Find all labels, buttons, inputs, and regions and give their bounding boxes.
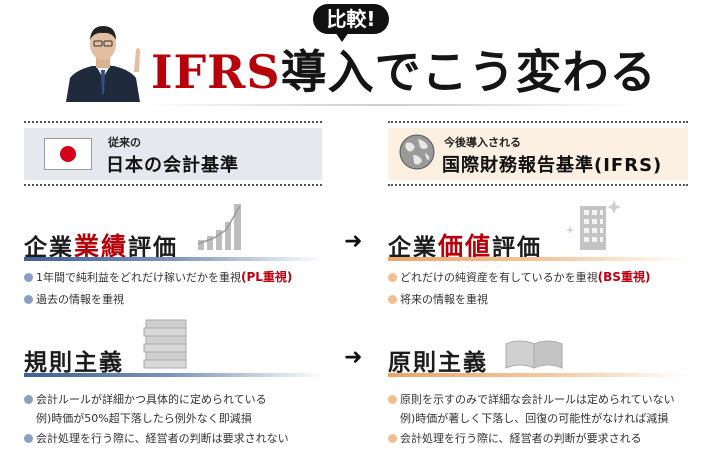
left-example: 例)時価が50%超下落したら例外なく即減損 bbox=[36, 412, 252, 425]
title-rest: 導入でこう変わる bbox=[280, 45, 657, 99]
open-book-icon bbox=[505, 340, 563, 369]
left-banner-title: 日本の会計基準 bbox=[106, 155, 239, 176]
title-ifrs: IFRS bbox=[151, 45, 281, 99]
left-bullet-2: 過去の情報を重視 bbox=[24, 291, 124, 307]
left-bullet-1: 1年間で純利益をどれだけ稼いだかを重視(PL重視) bbox=[24, 268, 292, 285]
right-example: 例)時価が著しく下落し、回復の可能性がなければ減損 bbox=[400, 412, 669, 425]
building-icon bbox=[566, 200, 621, 250]
bullet-text: 過去の情報を重視 bbox=[36, 293, 124, 306]
right-banner bbox=[388, 128, 688, 180]
bullet-dot bbox=[24, 395, 33, 404]
bullet-text: どれだけの純資産を有しているかを重視 bbox=[400, 271, 598, 284]
left-underline-2 bbox=[24, 373, 324, 377]
bullet-dot bbox=[388, 434, 397, 443]
presenter-photo bbox=[62, 20, 144, 102]
title-part: 評価 bbox=[492, 234, 543, 261]
right-bullet-2: 将来の情報を重視 bbox=[388, 291, 488, 307]
document-stack-icon bbox=[143, 319, 187, 369]
bullet-text: 将来の情報を重視 bbox=[400, 293, 488, 306]
title-highlight: 価値 bbox=[438, 232, 493, 261]
right-bullet-3: 原則を示すのみで詳細な会計ルールは定められていない bbox=[388, 391, 675, 407]
right-banner-subtitle: 今後導入される bbox=[444, 136, 521, 149]
right-banner-top-border bbox=[388, 121, 688, 123]
title-part: 評価 bbox=[128, 234, 179, 261]
bullet-text: 会計処理を行う際に、経営者の判断が要求される bbox=[400, 432, 642, 445]
arrow-right-icon: ➜ bbox=[344, 345, 363, 370]
bs-tag: (BS重視) bbox=[597, 270, 651, 284]
title-underline bbox=[140, 104, 640, 106]
pl-tag: (PL重視) bbox=[241, 270, 293, 284]
arrow-right-icon: ➜ bbox=[344, 229, 363, 254]
left-bullet-4: 会計処理を行う際に、経営者の判断は要求されない bbox=[24, 430, 289, 446]
left-banner-subtitle: 従来の bbox=[108, 136, 141, 149]
section-title-performance: 企業業績評価 bbox=[24, 227, 178, 263]
section-title-rules-based: 規則主義 bbox=[24, 349, 124, 376]
right-bullet-4: 会計処理を行う際に、経営者の判断が要求される bbox=[388, 430, 642, 446]
growth-chart-icon bbox=[197, 204, 241, 250]
bullet-dot bbox=[388, 395, 397, 404]
left-banner-top-border bbox=[24, 121, 322, 123]
bullet-dot bbox=[388, 273, 397, 282]
right-bullet-1: どれだけの純資産を有しているかを重視(BS重視) bbox=[388, 268, 650, 285]
bullet-dot bbox=[24, 273, 33, 282]
page-title: IFRS導入でこう変わる bbox=[151, 40, 657, 104]
bullet-dot bbox=[24, 434, 33, 443]
section-title-principles-based: 原則主義 bbox=[388, 349, 488, 376]
section-title-value: 企業価値評価 bbox=[388, 227, 542, 263]
left-bullet-3: 会計ルールが詳細かつ具体的に定められている bbox=[24, 391, 267, 407]
left-banner-bottom-border bbox=[24, 184, 322, 186]
japan-flag-icon bbox=[44, 138, 92, 170]
bullet-dot bbox=[388, 295, 397, 304]
right-underline-2 bbox=[388, 373, 688, 377]
bullet-text: 会計処理を行う際に、経営者の判断は要求されない bbox=[36, 432, 289, 445]
comparison-badge: 比較! bbox=[313, 4, 389, 34]
right-banner-bottom-border bbox=[388, 184, 688, 186]
title-part: 企業 bbox=[388, 234, 438, 261]
left-underline-1 bbox=[24, 257, 324, 261]
flag-sun bbox=[60, 146, 76, 162]
bullet-text: 会計ルールが詳細かつ具体的に定められている bbox=[36, 393, 267, 406]
bullet-text: 原則を示すのみで詳細な会計ルールは定められていない bbox=[400, 393, 675, 406]
right-banner-title: 国際財務報告基準(IFRS) bbox=[442, 155, 663, 176]
title-highlight: 業績 bbox=[74, 232, 129, 261]
badge-tail bbox=[335, 32, 349, 42]
globe-icon bbox=[399, 134, 435, 170]
title-part: 企業 bbox=[24, 234, 74, 261]
right-underline-1 bbox=[388, 257, 688, 261]
bullet-dot bbox=[24, 295, 33, 304]
bullet-text: 1年間で純利益をどれだけ稼いだかを重視 bbox=[36, 271, 241, 284]
